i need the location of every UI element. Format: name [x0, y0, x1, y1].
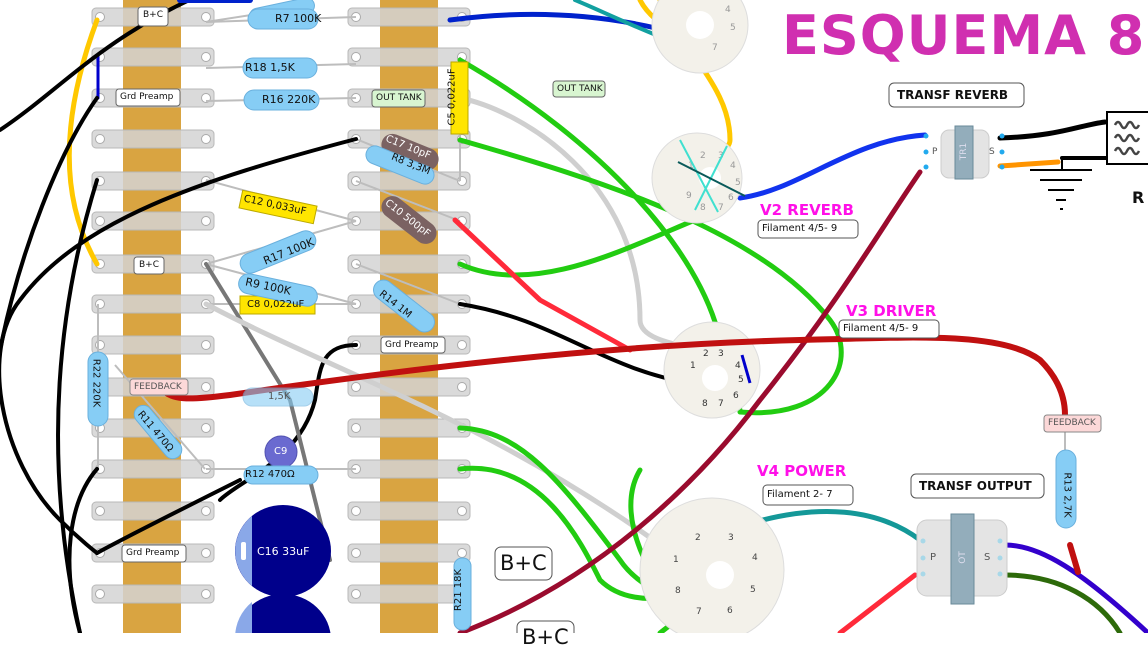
transf-output-title: TRANSF OUTPUT	[919, 479, 1032, 493]
label-out-tank-free: OUT TANK	[557, 84, 603, 94]
cap-c17[interactable]	[378, 131, 442, 174]
transf-output-secondary: S	[984, 552, 991, 563]
page-title: ESQUEMA 8	[782, 4, 1146, 67]
label-grd-preamp-3: Grd Preamp	[126, 548, 180, 558]
label-c8: C8 0,022uF	[247, 299, 305, 310]
label-r21: R21 18K	[453, 568, 465, 612]
reverb-tank	[1106, 111, 1148, 165]
svg-text:2: 2	[700, 151, 706, 161]
svg-text:4: 4	[752, 553, 758, 563]
svg-text:9: 9	[686, 191, 692, 201]
label-bc-big: B+C	[500, 551, 547, 575]
reverb-tank-label: R	[1132, 188, 1145, 207]
svg-text:2: 2	[703, 349, 709, 359]
transformer-output[interactable]	[916, 513, 1008, 605]
svg-text:3: 3	[728, 533, 734, 543]
tube-v2-filament: Filament 4/5- 9	[762, 223, 838, 234]
cap-c16[interactable]	[235, 505, 331, 633]
transf-reverb-title: TRANSF REVERB	[897, 88, 1009, 102]
tube-v4-filament: Filament 2- 7	[767, 489, 833, 500]
tube-socket-v1-top: 5 4 7	[651, 0, 749, 74]
tube-socket-v4: 1 2 3 4 5 6 7 8	[639, 497, 785, 633]
r13-lead	[1067, 542, 1081, 575]
svg-text:2: 2	[695, 533, 701, 543]
svg-text:7: 7	[696, 607, 702, 617]
wires	[0, 0, 1148, 633]
svg-text:6: 6	[728, 193, 734, 203]
label-grd-preamp-1: Grd Preamp	[120, 92, 174, 102]
svg-text:8: 8	[675, 586, 681, 596]
svg-text:6: 6	[733, 391, 739, 401]
label-c5: C5 0,022uF	[446, 68, 458, 126]
svg-text:3: 3	[718, 151, 724, 161]
svg-text:5: 5	[738, 375, 744, 385]
tube-v2-label: V2 REVERB	[760, 201, 854, 219]
resistors	[87, 0, 1077, 631]
label-c9: C9	[274, 446, 288, 457]
svg-text:1: 1	[690, 361, 696, 371]
svg-text:7: 7	[712, 43, 718, 53]
cap-c10[interactable]	[377, 192, 441, 249]
svg-text:1: 1	[673, 555, 679, 565]
label-bc-big-2: B+C	[522, 625, 569, 649]
svg-text:4: 4	[730, 161, 736, 171]
transf-reverb-id: TR1	[959, 142, 970, 161]
schematic-canvas: 5 4 7 23 45 67 89 1 123 456 78 123 456	[0, 0, 1148, 633]
label-r22: R22 220K	[90, 358, 102, 408]
label-feedback-right: FEEDBACK	[1048, 418, 1096, 428]
transformer-reverb[interactable]	[923, 125, 1005, 180]
svg-text:7: 7	[718, 203, 724, 213]
tube-v3-label: V3 DRIVER	[846, 302, 937, 320]
label-bc-mid: B+C	[139, 260, 159, 270]
transf-output-id: OT	[957, 551, 968, 564]
label-feedback-board: FEEDBACK	[134, 382, 182, 392]
svg-text:3: 3	[718, 349, 724, 359]
svg-text:8: 8	[702, 399, 708, 409]
label-r16: R16 220K	[262, 93, 316, 106]
cap-c5[interactable]	[450, 61, 469, 135]
transf-reverb-secondary: S	[989, 147, 995, 157]
label-r7: R7 100K	[275, 12, 322, 25]
label-boxes	[115, 6, 1102, 633]
label-bc-top: B+C	[143, 10, 163, 20]
transf-output-primary: P	[930, 552, 937, 563]
cap-c12[interactable]	[238, 189, 318, 225]
svg-text:5: 5	[730, 23, 736, 33]
tube-v4-label: V4 POWER	[757, 462, 847, 480]
svg-text:4: 4	[725, 5, 731, 15]
svg-text:6: 6	[727, 606, 733, 616]
label-r18: R18 1,5K	[245, 61, 295, 74]
svg-text:8: 8	[700, 203, 706, 213]
tube-v3-filament: Filament 4/5- 9	[843, 323, 919, 334]
svg-text:1: 1	[688, 161, 694, 171]
svg-text:7: 7	[718, 399, 724, 409]
ground-symbol	[1030, 158, 1092, 210]
label-r13: R13 2,7K	[1061, 472, 1073, 518]
label-r12: R12 470Ω	[245, 469, 295, 480]
label-c16: C16 33uF	[257, 545, 310, 558]
feedback-wire	[162, 334, 1068, 418]
label-out-tank-board: OUT TANK	[376, 93, 422, 103]
svg-text:4: 4	[735, 361, 741, 371]
label-grd-preamp-2: Grd Preamp	[385, 340, 439, 350]
transf-reverb-primary: P	[932, 147, 938, 157]
svg-text:5: 5	[735, 178, 741, 188]
label-r-hidden: 1,5K	[268, 391, 291, 402]
svg-text:5: 5	[750, 585, 756, 595]
